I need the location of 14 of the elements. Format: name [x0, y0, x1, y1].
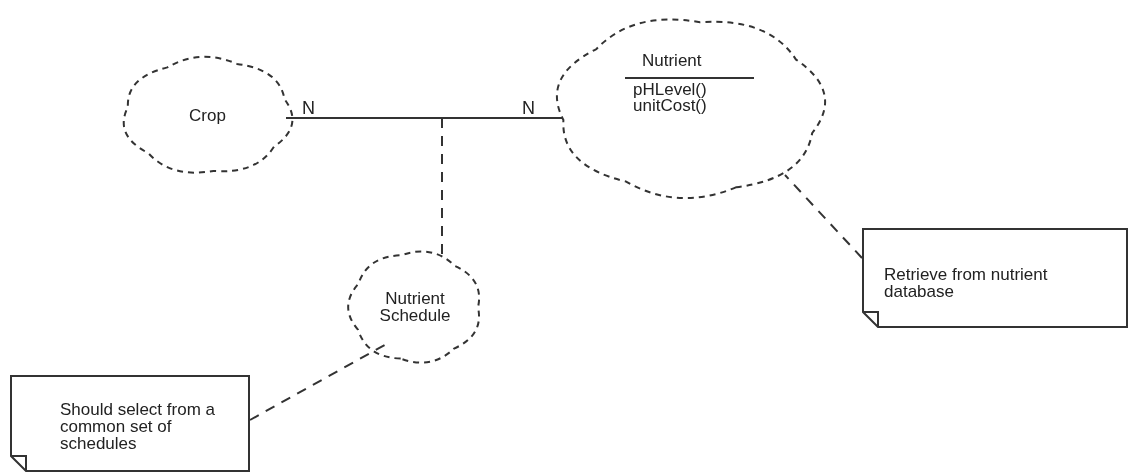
operation-name: pHLevel() [633, 81, 707, 98]
note [10, 375, 250, 472]
multiplicity-label: N [522, 98, 535, 119]
operation-name: unitCost() [633, 97, 707, 114]
class-name: Crop [188, 107, 227, 124]
association-line [285, 117, 563, 119]
class-name: Nutrient Schedule [378, 290, 452, 324]
class-name: Nutrient [642, 52, 702, 69]
dashed-connector [441, 117, 443, 255]
note-text: Should select from a common set of schedules [60, 401, 216, 452]
note-text: Retrieve from nutrient database [884, 266, 1049, 300]
note [862, 228, 1128, 328]
multiplicity-label: N [302, 98, 315, 119]
dashed-connector [784, 174, 863, 259]
